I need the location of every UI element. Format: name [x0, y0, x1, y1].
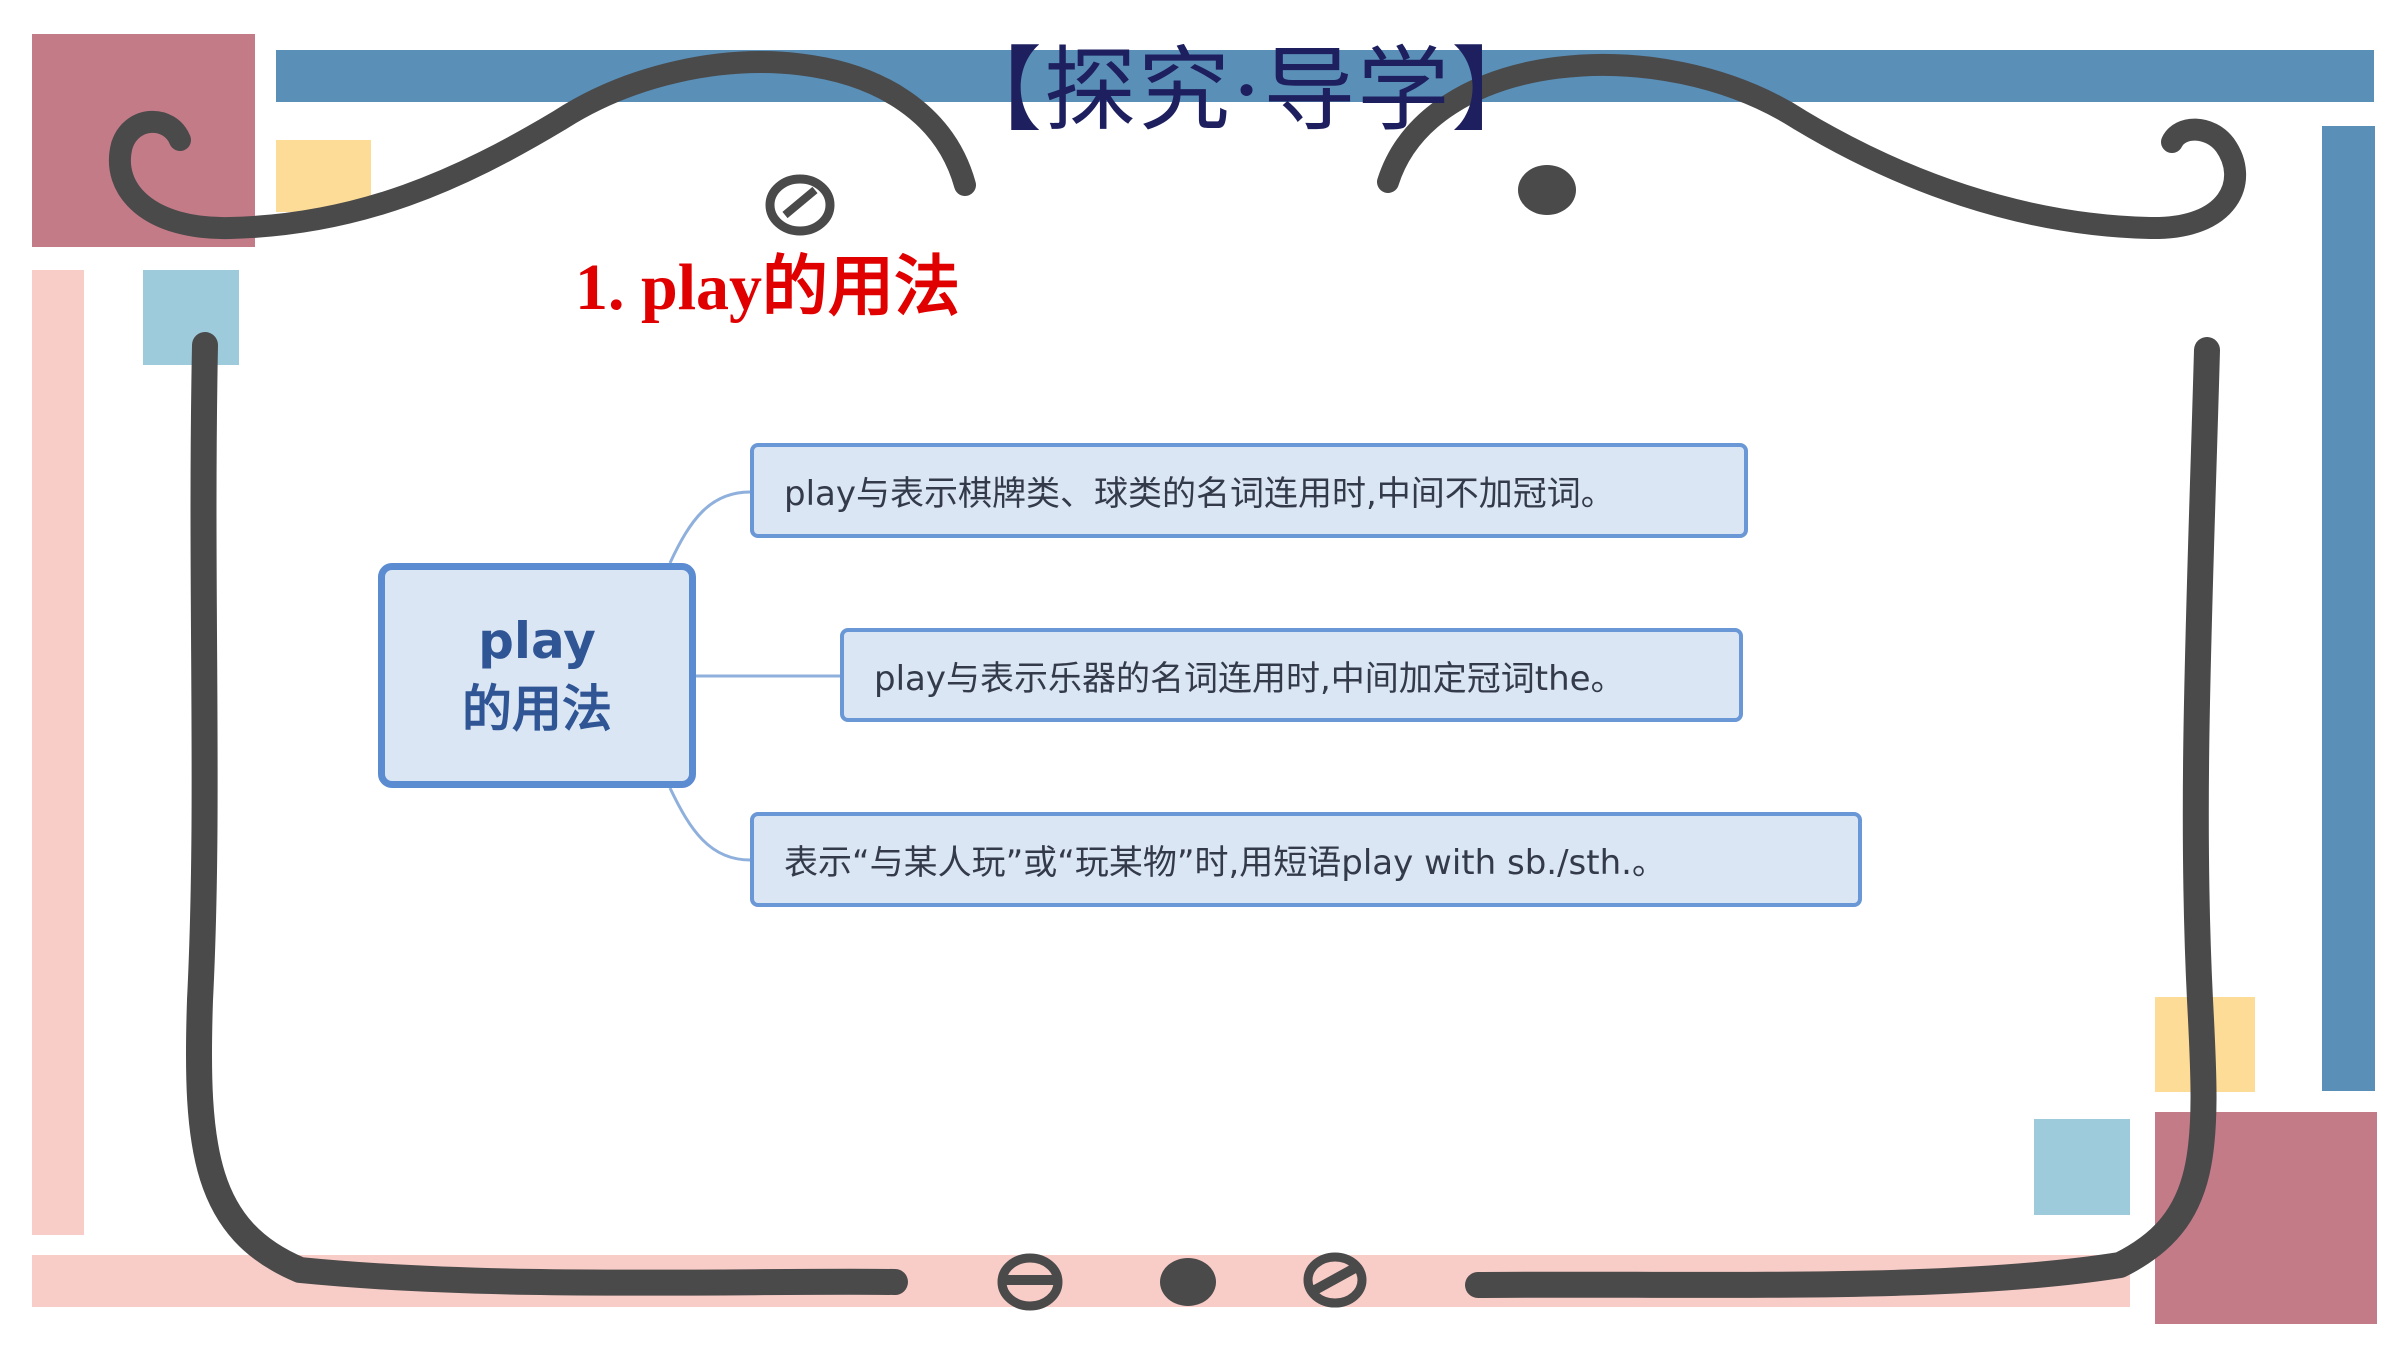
- ornament-ellipse-5: [1303, 1252, 1367, 1308]
- page-title: 【探究·导学】: [950, 37, 1546, 144]
- mindmap-center-label: play 的用法: [462, 612, 612, 738]
- ornament-slash-1: [782, 186, 818, 219]
- mindmap-branch-3: 表示“与某人玩”或“玩某物”时,用短语play with sb./sth.。: [750, 812, 1862, 907]
- ornament-ellipse-2: [1518, 165, 1576, 215]
- pink-bar-left: [32, 270, 84, 1235]
- mindmap-branch-1: play与表示棋牌类、球类的名词连用时,中间不加冠词。: [750, 443, 1748, 538]
- ornament-ellipse-1: [765, 174, 835, 236]
- mindmap-branch-2: play与表示乐器的名词连用时,中间加定冠词the。: [840, 628, 1743, 722]
- ornament-ellipse-3: [997, 1253, 1063, 1311]
- ornament-ellipse-4: [1160, 1258, 1216, 1306]
- right-frame-line: [1465, 337, 2220, 1298]
- top-right-scroll: [1377, 53, 2247, 240]
- top-left-scroll: [109, 51, 976, 240]
- light-blue-square-left: [143, 270, 239, 365]
- mindmap-center-node: play 的用法: [378, 563, 696, 788]
- ornament-slash-5: [1312, 1263, 1358, 1295]
- blue-bar-right: [2322, 126, 2375, 1091]
- left-frame-line: [186, 332, 908, 1296]
- section-heading: 1. play的用法: [575, 251, 961, 324]
- light-blue-square-bottom-right: [2034, 1119, 2130, 1215]
